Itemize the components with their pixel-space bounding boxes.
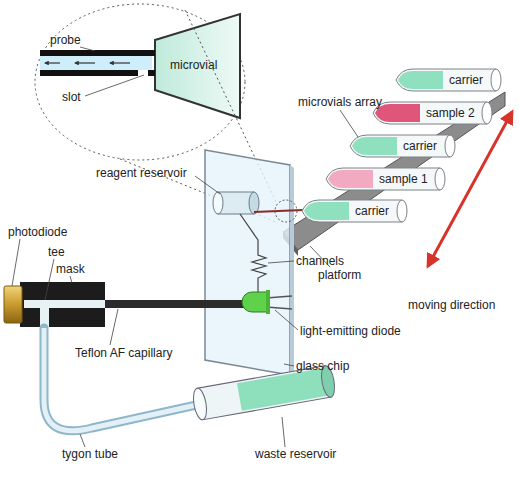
tygon-tube	[44, 328, 210, 431]
vial-label: sample 2	[372, 99, 475, 127]
part-label: moving direction	[408, 298, 495, 312]
part-label: tee	[48, 245, 65, 259]
reagent-reservoir	[213, 192, 259, 214]
part-label: channels	[296, 254, 344, 268]
microvial: carrier	[395, 66, 502, 94]
part-label: microvials array	[298, 95, 382, 109]
capillary	[100, 300, 260, 308]
part-label: reagent reservoir	[96, 166, 187, 180]
part-label: light-emitting diode	[300, 324, 401, 338]
vial-label: carrier	[395, 66, 483, 94]
glass-chip	[205, 150, 294, 378]
probe	[254, 210, 303, 212]
vial-shape	[395, 66, 502, 94]
microvial: carrier	[349, 132, 456, 160]
waste-reservoir	[191, 365, 336, 421]
mask	[20, 282, 105, 327]
photodiode	[4, 286, 22, 323]
part-label: photodiode	[8, 225, 67, 239]
part-label: microvial	[170, 58, 217, 72]
part-label: probe	[50, 33, 81, 47]
tee	[24, 300, 105, 308]
zoom-spot	[275, 200, 297, 222]
part-label: Teflon AF capillary	[75, 346, 172, 360]
part-label: platform	[318, 268, 361, 282]
tygon-tube	[44, 328, 210, 431]
vial-label: carrier	[301, 197, 389, 225]
vial-label: carrier	[349, 132, 437, 160]
microvial: sample 2	[372, 99, 493, 127]
vial-shape	[301, 197, 408, 225]
microvial: sample 1	[325, 165, 446, 193]
part-label: slot	[62, 90, 81, 104]
led	[242, 290, 292, 314]
channel	[240, 214, 266, 304]
vial-label: sample 1	[325, 165, 428, 193]
vial-shape	[349, 132, 456, 160]
microvial: carrier	[301, 197, 408, 225]
part-label: waste reservoir	[255, 447, 336, 461]
part-label: tygon tube	[62, 447, 118, 461]
platform	[283, 92, 505, 256]
part-label: glass chip	[296, 359, 349, 373]
part-label: mask	[56, 262, 85, 276]
